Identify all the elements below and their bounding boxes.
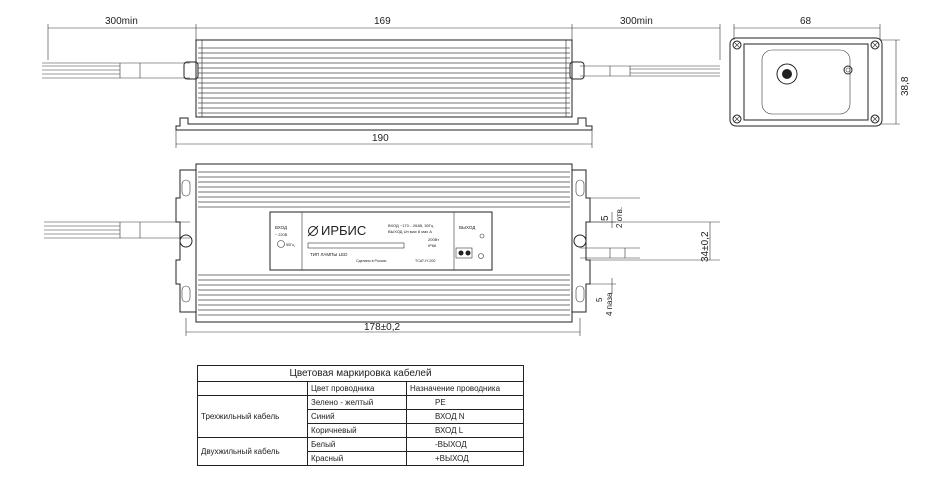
cable-right-mid: [573, 234, 640, 259]
table-group-three-core: Трехжильный кабель: [197, 395, 308, 438]
label-input-line2: 50Гц: [286, 243, 295, 247]
table-cell-purpose: +ВЫХОД: [406, 451, 524, 466]
side-view: 300min 169 300min: [42, 16, 721, 148]
dim-slot-bottom: 5: [595, 297, 604, 302]
mounting-slot-icon: [181, 179, 585, 303]
mounting-flange-side: [175, 117, 593, 131]
dim-slot-top: 5: [600, 215, 611, 221]
cable-left-top: [42, 61, 199, 80]
table-title: Цветовая маркировка кабелей: [197, 365, 524, 382]
label-code: TCAT-IY-200: [415, 259, 435, 263]
housing-fins-side: [198, 40, 570, 117]
label-input-line1: ~ 220В: [275, 233, 288, 237]
dim-mount-spacing: 34±0,2: [700, 231, 711, 262]
label-rating: IP66: [428, 243, 437, 248]
label-brand: ИРБИС: [321, 223, 366, 238]
table-cell-color: Красный: [307, 451, 407, 466]
table-cell-color: Коричневый: [307, 423, 407, 438]
label-lamp-type: ТИП ЛАМПЫ LED: [310, 252, 348, 257]
dim-end-width: 68: [800, 16, 812, 27]
cable-gland-icon: [776, 63, 853, 85]
table-row: Красный +ВЫХОД: [198, 451, 524, 466]
cable-left-mid: [44, 221, 193, 248]
screw-icon: [732, 40, 880, 124]
cable-right-top: [569, 61, 720, 80]
dim-slot-top-note: 2 отв.: [615, 207, 624, 228]
end-plate: [729, 37, 883, 127]
table-header-purpose: Назначение проводника: [406, 381, 524, 396]
product-label: ВХОД ~ 220В 50Гц ИРБИС ВХОД ~170…264В, 5…: [269, 211, 493, 271]
housing-fins-top: [198, 171, 570, 316]
table-cell-purpose: PE: [406, 395, 524, 410]
table-row: Трехжильный кабель Зелено - желтый PE: [197, 395, 524, 438]
table-group-two-core: Двухжильный кабель: [197, 437, 308, 466]
table-header-blank: [197, 381, 308, 396]
dim-body-length: 169: [374, 16, 391, 27]
housing-side: [195, 39, 573, 118]
table-cell-purpose: ВХОД N: [406, 409, 524, 424]
label-spec-line2: ВЫХОД Uн мах 8 мах А: [388, 229, 432, 234]
end-view: 68 38,8: [729, 16, 911, 127]
brand-logo-icon: [307, 225, 319, 237]
label-power: 200Вт: [428, 237, 439, 242]
label-made-note: Сделано в России: [356, 259, 386, 263]
dim-lead-left: 300min: [105, 16, 138, 27]
table-row: Двухжильный кабель Белый -ВЫХОД: [197, 437, 524, 466]
table-header-color: Цвет проводника: [307, 381, 407, 396]
dim-flange-length: 190: [372, 133, 389, 144]
table-cell-purpose: -ВЫХОД: [406, 437, 524, 452]
table-cell-purpose: ВХОД L: [406, 423, 524, 438]
table-cell-color: Белый: [307, 437, 407, 452]
top-view: ВХОД ~ 220В 50Гц ИРБИС ВХОД ~170…264В, 5…: [44, 163, 720, 336]
ground-icon: [277, 240, 285, 248]
dim-end-height: 38,8: [900, 76, 911, 96]
output-terminal-icon: [455, 247, 484, 259]
table-cell-color: Синий: [307, 409, 407, 424]
mounting-flange-top: [175, 163, 591, 323]
cable-color-table: Цветовая маркировка кабелей Цвет проводн…: [197, 365, 524, 466]
dim-slot-bottom-note: 4 паза: [605, 292, 614, 316]
housing-top: [195, 163, 573, 323]
dim-mount-pitch: 178±0,2: [364, 322, 401, 333]
table-cell-color: Зелено - желтый: [307, 395, 407, 410]
dim-lead-right: 300min: [620, 16, 653, 27]
label-spec-line1: ВХОД ~170…264В, 50Гц: [388, 223, 434, 228]
label-input-title: ВХОД: [275, 225, 287, 230]
label-output-title: ВЫХОД: [459, 225, 475, 230]
